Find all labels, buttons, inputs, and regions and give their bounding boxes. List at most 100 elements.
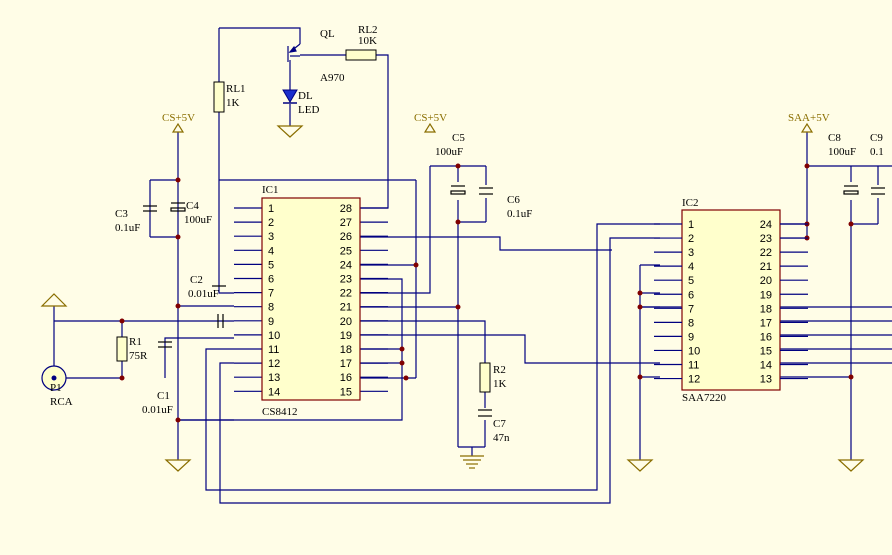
power-label-cs-2: CS+5V — [414, 112, 447, 124]
c7-value: 47n — [493, 432, 510, 444]
ic1-left-pin-label: 9 — [268, 316, 274, 328]
ic1-left-pin-label: 10 — [268, 330, 280, 342]
c8-value: 100uF — [828, 146, 856, 158]
ic2-left-pin-label: 10 — [688, 345, 700, 357]
ic2-right-pin-label: 23 — [760, 233, 772, 245]
ic1-right-pin-label: 26 — [340, 231, 352, 243]
ic1-left-pin-label: 8 — [268, 302, 274, 314]
resistor-r2[interactable] — [479, 362, 491, 393]
resistor-rl2[interactable] — [345, 49, 377, 61]
rl1-label: RL1 — [226, 83, 246, 95]
ic1-left-pin-label: 13 — [268, 372, 280, 384]
ic1-left-pin-label: 7 — [268, 288, 274, 300]
ic2-left-pin-label: 3 — [688, 247, 694, 259]
c7-label: C7 — [493, 418, 506, 430]
ic1-right-pin-label: 19 — [340, 330, 352, 342]
ic2-left-pin-label: 5 — [688, 275, 694, 287]
ground-symbols — [164, 125, 865, 472]
ic1-ref: IC1 — [262, 184, 279, 196]
ic1-left-pin-label: 2 — [268, 217, 274, 229]
ic1-right-pin-label: 28 — [340, 203, 352, 215]
c5-label: C5 — [452, 132, 465, 144]
ic1-left-pin-label: 3 — [268, 231, 274, 243]
ic1-left-pin-label: 12 — [268, 358, 280, 370]
p1-value: RCA — [50, 396, 73, 408]
power-label-saa: SAA+5V — [788, 112, 830, 124]
wires — [53, 27, 892, 504]
ic1-left-pin-label: 1 — [268, 203, 274, 215]
resistor-rl1[interactable] — [213, 81, 225, 113]
ic2-right-pin-label: 19 — [760, 289, 772, 301]
c1-label: C1 — [157, 390, 170, 402]
ic2-right-pin-label: 20 — [760, 275, 772, 287]
ic2-ref: IC2 — [682, 197, 699, 209]
capacitors — [143, 185, 885, 417]
c6-label: C6 — [507, 194, 520, 206]
c9-value: 0.1 — [870, 146, 884, 158]
power-symbols — [40, 122, 814, 307]
ql-value: A970 — [320, 72, 345, 84]
c2-value: 0.01uF — [188, 288, 219, 300]
dl-value: LED — [298, 104, 319, 116]
c6-value: 0.1uF — [507, 208, 532, 220]
ic2-right-pin-label: 15 — [760, 345, 772, 357]
ql-label: QL — [320, 28, 335, 40]
power-label-cs-1: CS+5V — [162, 112, 195, 124]
ic1-right-pin-label: 18 — [340, 344, 352, 356]
ic2-part: SAA7220 — [682, 392, 727, 404]
r1-value: 75R — [129, 350, 148, 362]
ic2-left-pin-label: 2 — [688, 233, 694, 245]
rca-connector-p1[interactable] — [41, 365, 67, 391]
ic1-right-pin-label: 27 — [340, 217, 352, 229]
ic1-right-pin-label: 23 — [340, 274, 352, 286]
ic1-right-pin-label: 15 — [340, 386, 352, 398]
r1-label: R1 — [129, 336, 142, 348]
ic1-right-pin-label: 17 — [340, 358, 352, 370]
ic1-right-pin-label: 22 — [340, 288, 352, 300]
ic2-left-pin-label: 9 — [688, 331, 694, 343]
dl-label: DL — [298, 90, 313, 102]
junction-dots — [119, 163, 854, 423]
c8-label: C8 — [828, 132, 841, 144]
ic1-left-pin-label: 6 — [268, 274, 274, 286]
c9-label: C9 — [870, 132, 883, 144]
ic2-right-pin-label: 18 — [760, 303, 772, 315]
ic2-right-pin-label: 13 — [760, 374, 772, 386]
ic2-right-pin-label: 22 — [760, 247, 772, 259]
ic2-left-pin-label: 11 — [688, 360, 699, 372]
c3-label: C3 — [115, 208, 128, 220]
c4-value: 100uF — [184, 214, 212, 226]
c3-value: 0.1uF — [115, 222, 140, 234]
ic1-left-pin-label: 11 — [268, 344, 279, 356]
r2-label: R2 — [493, 364, 506, 376]
r2-value: 1K — [493, 378, 507, 390]
ic2-left-pin-label: 6 — [688, 289, 694, 301]
led-dl[interactable] — [282, 89, 298, 104]
ic2-left-pin-label: 1 — [688, 219, 694, 231]
ic2-right-pin-label: 21 — [760, 261, 772, 273]
ic2-right-pin-label: 14 — [760, 360, 772, 372]
c5-value: 100uF — [435, 146, 463, 158]
ic1-right-pin-label: 16 — [340, 372, 352, 384]
ic2-left-pin-label: 7 — [688, 303, 694, 315]
ic2-right-pin-label: 17 — [760, 317, 772, 329]
ic2-left-pin-label: 8 — [688, 317, 694, 329]
c1-value: 0.01uF — [142, 404, 173, 416]
ic2-right-pin-label: 24 — [760, 219, 772, 231]
rl1-value: 1K — [226, 97, 240, 109]
ic1-right-pin-label: 25 — [340, 245, 352, 257]
ic2-left-pin-label: 4 — [688, 261, 694, 273]
ic1-right-pin-label: 20 — [340, 316, 352, 328]
c2-label: C2 — [190, 274, 203, 286]
rl2-value: 10K — [358, 35, 377, 47]
transistor-ql[interactable] — [287, 38, 301, 68]
ic1-left-pin-label: 4 — [268, 245, 274, 257]
resistor-r1[interactable] — [116, 336, 128, 362]
ic1-right-pin-label: 24 — [340, 259, 352, 271]
c4-label: C4 — [186, 200, 199, 212]
rl2-label: RL2 — [358, 24, 378, 36]
ic1-right-pin-label: 21 — [340, 302, 352, 314]
